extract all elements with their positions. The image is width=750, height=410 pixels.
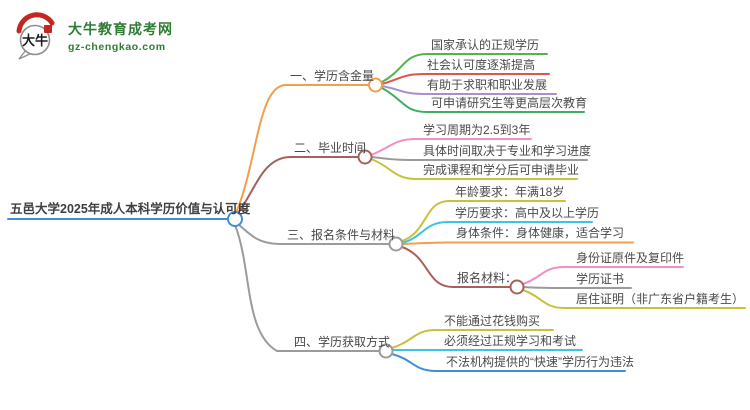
- branch-1-label: 一、学历含金量: [290, 69, 375, 83]
- connector-branch-3-leaf-2: [401, 221, 593, 244]
- connector-materials-leaf-3: [522, 289, 746, 309]
- branch-2-label: 二、毕业时间: [294, 141, 367, 155]
- logo-red-arc: [16, 12, 55, 34]
- site-name: 大牛教育成考网: [68, 21, 173, 37]
- connector-branch-1: [235, 84, 369, 214]
- branch-2-node-handle: [357, 149, 373, 165]
- site-domain: gz-chengkao.com: [68, 41, 166, 53]
- connector-branch-1-leaf-2: [381, 73, 550, 85]
- connector-branch-2-leaf-1: [370, 138, 532, 156]
- connector-branch-2-leaf-2: [370, 156, 588, 161]
- logo-bubble: [19, 24, 51, 56]
- branch-4-leaf-3-label: 不法机构提供的“快速”学历行为违法: [446, 355, 634, 369]
- connector-branch-2-leaf-3: [370, 158, 578, 180]
- branch-3-leaf-2-label: 学历要求：高中及以上学历: [455, 206, 600, 220]
- connector-branch-1-leaf-3: [381, 85, 557, 95]
- materials-subbranch-label: 报名材料：: [457, 271, 518, 285]
- branch-4-leaf-2-label: 必须经过正规学习和考试: [444, 334, 577, 348]
- branch-1-leaf-4-label: 可申请研究生等更高层次教育: [431, 96, 588, 110]
- connector-branch-2: [235, 156, 359, 217]
- logo-text: 大牛教育成考网 gz-chengkao.com: [68, 19, 173, 53]
- site-logo[interactable]: 大牛 大牛教育成考网 gz-chengkao.com: [14, 12, 173, 60]
- materials-node-handle: [509, 279, 525, 295]
- branch-3-leaf-3-label: 身体条件：身体健康，适合学习: [456, 226, 625, 240]
- root-node-handle: [227, 211, 243, 227]
- connector-branch-4-leaf-3: [391, 353, 626, 372]
- branch-4-leaf-1-label: 不能通过花钱购买: [444, 314, 541, 328]
- branch-4-node-handle: [378, 343, 394, 359]
- connector-materials-leaf-2: [522, 286, 632, 289]
- daniu-logo-icon: 大牛: [16, 12, 55, 60]
- connector-branch-3-leaf-3: [402, 241, 634, 245]
- connector-branch-3-subbranch: [401, 246, 511, 288]
- materials-leaf-1-label: 身份证原件及复印件: [576, 251, 685, 265]
- logo-seal: [44, 25, 52, 33]
- connector-branch-3-leaf-1: [401, 200, 566, 242]
- branch-1-leaf-1-label: 国家承认的正规学历: [431, 38, 540, 52]
- connector-branch-4-leaf-1: [391, 329, 554, 349]
- connector-branch-1-leaf-4: [381, 87, 585, 113]
- connector-branch-1-leaf-1: [381, 53, 548, 83]
- branch-2-leaf-2-label: 具体时间取决于专业和学习进度: [423, 144, 592, 158]
- branch-3-node-handle: [388, 236, 404, 252]
- connector-materials-leaf-1: [522, 266, 684, 285]
- root-topic-label: 五邑大学2025年成人本科学历价值与认可度: [10, 202, 251, 216]
- branch-3-leaf-1-label: 年龄要求：年满18岁: [455, 185, 565, 199]
- branch-1-leaf-2-label: 社会认可度逐渐提高: [427, 58, 536, 72]
- logo-icon-text: 大牛: [22, 33, 48, 48]
- branch-1-node-handle: [368, 77, 383, 93]
- branch-4-label: 四、学历获取方式: [294, 335, 391, 349]
- connector-branch-3: [235, 221, 390, 245]
- branch-3-label: 三、报名条件与材料: [287, 228, 396, 242]
- branch-2-leaf-1-label: 学习周期为2.5到3年: [423, 123, 531, 137]
- materials-leaf-3-label: 居住证明（非广东省户籍考生）: [576, 292, 745, 306]
- materials-leaf-2-label: 学历证书: [576, 272, 625, 286]
- branch-2-leaf-3-label: 完成课程和学分后可申请毕业: [423, 163, 580, 177]
- connector-branch-4: [234, 224, 380, 352]
- branch-1-leaf-3-label: 有助于求职和职业发展: [427, 78, 548, 92]
